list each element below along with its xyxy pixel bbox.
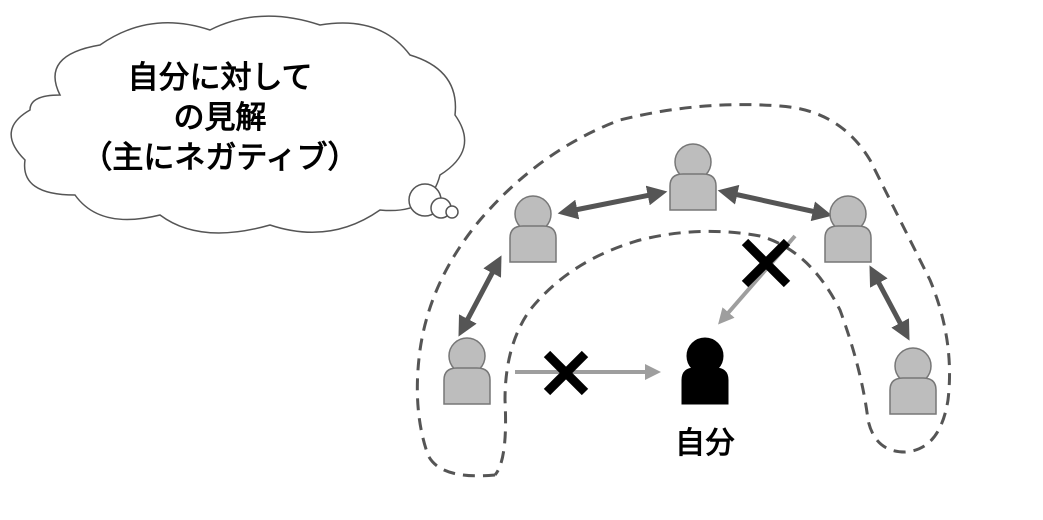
group-dashed-outline (415, 103, 951, 478)
x-marks (543, 238, 791, 396)
cloud-line-2: の見解 (173, 100, 267, 136)
cloud-line-3: （主にネガティブ） (81, 140, 359, 176)
person-icon-self (681, 337, 729, 405)
mutual-arrows (458, 184, 910, 341)
arrow-p1-p4 (458, 255, 502, 337)
self-label: 自分 (675, 426, 735, 461)
thought-cloud (10, 15, 466, 234)
arrow-p2-p3 (717, 184, 833, 222)
x-mark-icon (543, 350, 589, 396)
cloud-line-1: 自分に対して (127, 60, 313, 96)
x-mark-icon (741, 238, 791, 288)
person-icon-other-5 (889, 347, 937, 415)
cloud-text: 自分に対して の見解 （主にネガティブ） (40, 58, 400, 178)
person-icon-other-3 (824, 195, 872, 263)
arrow-p1-p2 (557, 185, 668, 220)
person-icon-other-2 (669, 143, 717, 211)
thought-bubble-small (445, 205, 459, 219)
person-icon-other-1 (509, 195, 557, 263)
arrow-p3-p5 (869, 265, 910, 341)
person-icon-other-4 (443, 337, 491, 405)
blocked-arrows (515, 234, 797, 380)
